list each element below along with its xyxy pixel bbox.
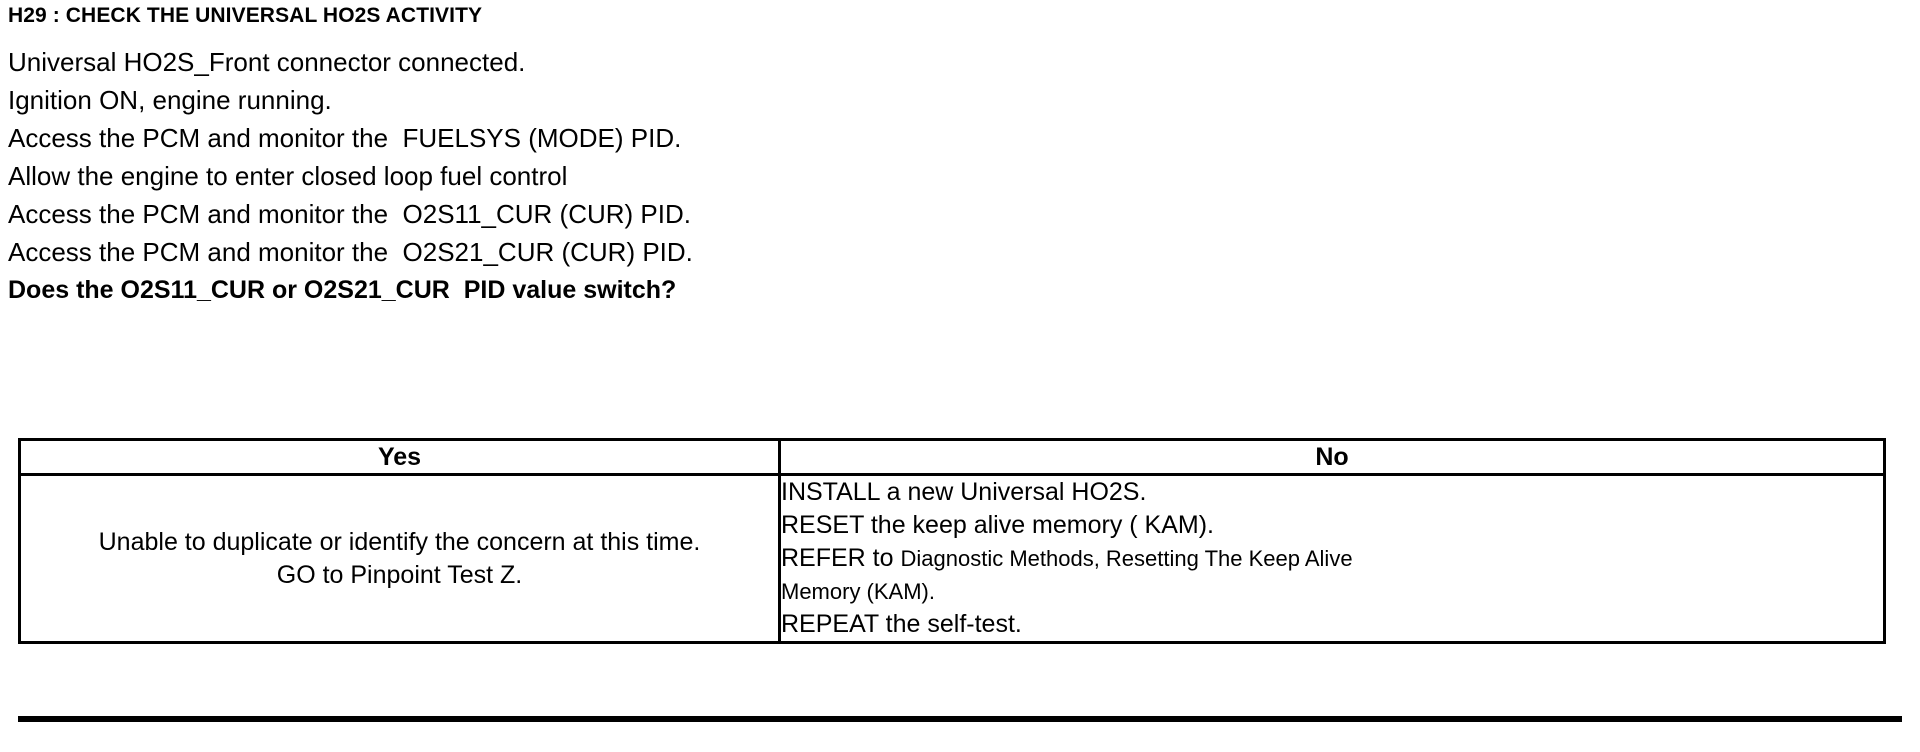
refer-prefix: REFER to bbox=[781, 544, 901, 572]
step-item: Access the PCM and monitor the FUELSYS (… bbox=[8, 123, 682, 153]
decision-question: Does the O2S11_CUR or O2S21_CUR PID valu… bbox=[8, 276, 677, 304]
page-title: H29 : CHECK THE UNIVERSAL HO2S ACTIVITY bbox=[8, 4, 483, 27]
column-header-no: No bbox=[778, 438, 1886, 476]
step-item: Access the PCM and monitor the O2S21_CUR… bbox=[8, 237, 693, 267]
no-action-refer-line: REFER to Diagnostic Methods, Resetting T… bbox=[781, 542, 1883, 575]
step-item: Allow the engine to enter closed loop fu… bbox=[8, 161, 568, 191]
yes-action-cell: Unable to duplicate or identify the conc… bbox=[18, 473, 781, 644]
step-item: Universal HO2S_Front connector connected… bbox=[8, 47, 526, 77]
decision-table: Yes No Unable to duplicate or identify t… bbox=[18, 438, 1886, 644]
yes-action-line: GO to Pinpoint Test Z. bbox=[276, 560, 523, 589]
no-action-cell: INSTALL a new Universal HO2S. RESET the … bbox=[778, 473, 1886, 644]
yes-action-line: Unable to duplicate or identify the conc… bbox=[98, 527, 701, 556]
step-list: Universal HO2S_Front connector connected… bbox=[8, 43, 1608, 309]
refer-target-link[interactable]: Diagnostic Methods, Resetting The Keep A… bbox=[900, 546, 1353, 571]
step-item: Access the PCM and monitor the O2S11_CUR… bbox=[8, 199, 691, 229]
section-divider bbox=[18, 716, 1902, 722]
column-header-yes: Yes bbox=[18, 438, 781, 476]
step-item: Ignition ON, engine running. bbox=[8, 85, 332, 115]
no-action-refer-line-2[interactable]: Memory (KAM). bbox=[781, 579, 935, 604]
no-action-line: RESET the keep alive memory ( KAM). bbox=[781, 511, 1215, 539]
table-header-row: Yes No bbox=[18, 438, 1886, 476]
no-action-line: INSTALL a new Universal HO2S. bbox=[781, 478, 1147, 506]
table-row: Unable to duplicate or identify the conc… bbox=[18, 473, 1886, 644]
no-action-line: REPEAT the self-test. bbox=[781, 610, 1022, 638]
